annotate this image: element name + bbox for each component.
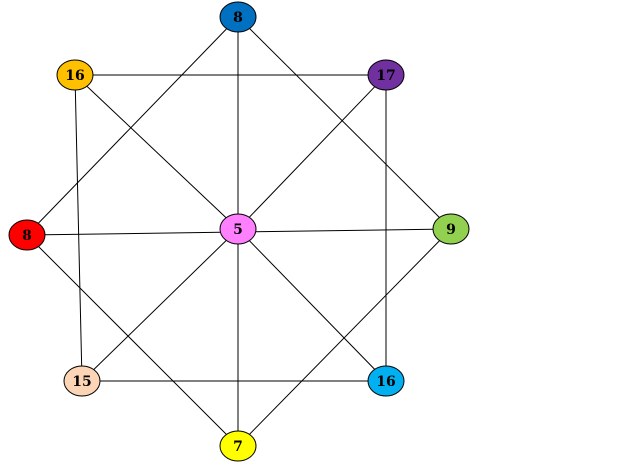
node-ellipse-bottom-left <box>63 365 101 397</box>
node-ellipse-bottom-right <box>367 365 405 397</box>
node-ellipse-top-right <box>367 59 405 91</box>
node-left: 8 <box>8 219 46 251</box>
node-top-left: 16 <box>56 59 94 91</box>
node-top: 8 <box>219 1 257 33</box>
node-right: 9 <box>432 213 470 245</box>
node-ellipse-right <box>432 213 470 245</box>
edge-top-to-right <box>237 16 452 230</box>
node-ellipse-top <box>219 1 257 33</box>
node-bottom-right: 16 <box>367 365 405 397</box>
edge-top-left-to-bottom-left <box>74 74 83 382</box>
nodes-layer: 8 16 17 8 5 9 15 16 7 <box>8 1 470 462</box>
node-label-right: 9 <box>446 222 456 238</box>
node-label-center: 5 <box>233 222 243 238</box>
node-label-top-right: 17 <box>376 68 395 84</box>
edge-right-to-bottom <box>237 228 452 447</box>
node-label-top-left: 16 <box>65 68 84 84</box>
node-label-top: 8 <box>233 10 243 26</box>
node-ellipse-top-left <box>56 59 94 91</box>
node-label-bottom-right: 16 <box>376 374 395 390</box>
node-ellipse-left <box>8 219 46 251</box>
edge-top-right-to-center <box>237 74 387 230</box>
node-center: 5 <box>219 213 257 245</box>
node-bottom-left: 15 <box>63 365 101 397</box>
edge-center-to-bottom-right <box>237 228 387 382</box>
node-label-bottom: 7 <box>233 439 243 455</box>
node-bottom: 7 <box>219 430 257 462</box>
edge-left-to-bottom <box>26 234 239 447</box>
edge-top-to-left <box>26 16 239 236</box>
node-label-left: 8 <box>22 228 32 244</box>
node-top-right: 17 <box>367 59 405 91</box>
edge-center-to-bottom-left <box>81 228 239 382</box>
node-label-bottom-left: 15 <box>72 374 91 390</box>
node-ellipse-bottom <box>219 430 257 462</box>
node-ellipse-center <box>219 213 257 245</box>
edge-top-left-to-center <box>74 74 239 230</box>
